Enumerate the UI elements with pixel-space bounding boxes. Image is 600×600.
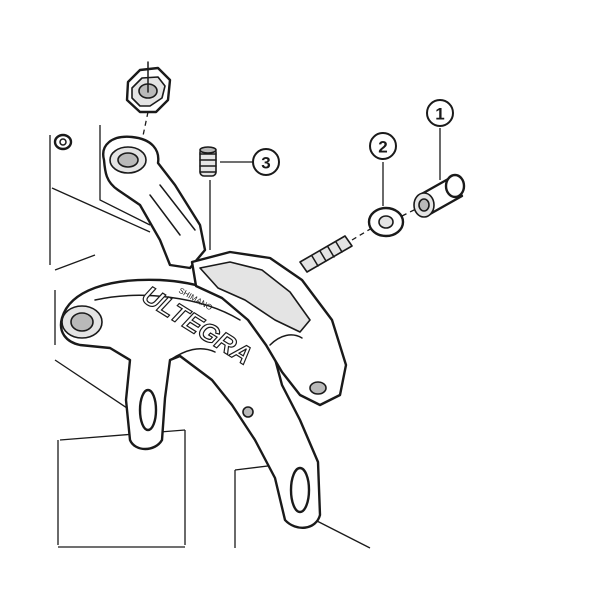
upper-caliper-arm	[102, 135, 207, 270]
pivot-block	[190, 250, 348, 407]
callout-2: 2	[369, 132, 397, 160]
nut-sleeve	[401, 128, 466, 218]
set-screw	[199, 146, 217, 250]
callout-3-label: 3	[261, 154, 270, 173]
main-caliper-arch: ULTEGRA SHIMANO	[59, 278, 322, 529]
washer	[367, 162, 405, 238]
callout-1-label: 1	[435, 105, 444, 124]
background-outline-lines	[49, 125, 371, 549]
pivot-bolt	[299, 227, 373, 273]
small-washer-icon	[53, 133, 73, 151]
callout-3: 3	[220, 148, 280, 176]
callout-1: 1	[426, 99, 454, 127]
cable-adjuster-nut	[125, 61, 172, 151]
callout-2-label: 2	[378, 138, 387, 157]
